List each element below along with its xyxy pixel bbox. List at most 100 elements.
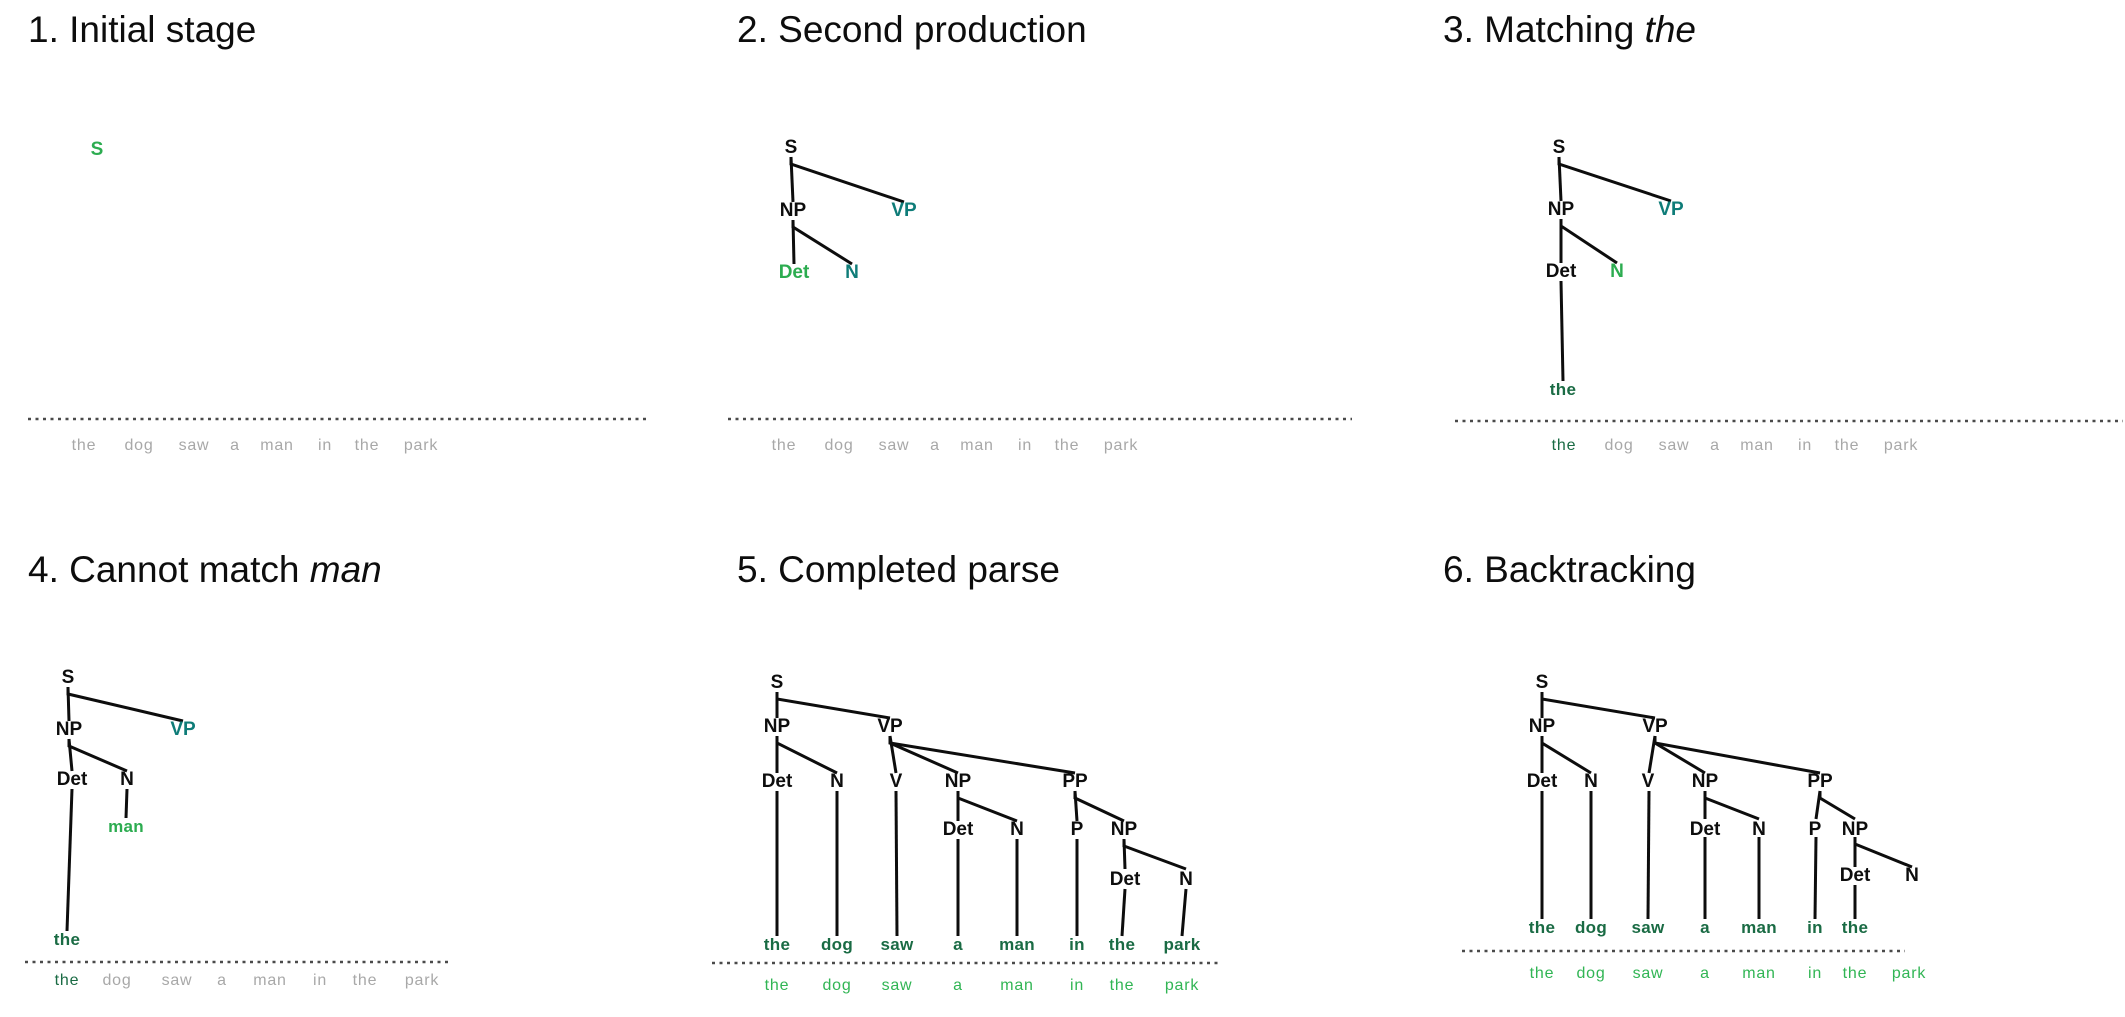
tree-edges xyxy=(1557,156,1672,382)
tree-edge xyxy=(1559,280,1565,382)
tree-node-s: S xyxy=(91,139,104,160)
sentence-row: the dog saw a man in the park xyxy=(772,437,1139,454)
tree-edges xyxy=(789,156,905,266)
tree-node-vp: VP xyxy=(1658,199,1684,220)
tree-nodes: S NP VP Det N xyxy=(1546,137,1684,282)
tree-leaf: dog xyxy=(821,935,853,954)
tree-edge xyxy=(888,736,959,775)
tree-node-vp: VP xyxy=(891,200,917,221)
tree-edge xyxy=(1653,736,1821,775)
sentence-row: the dog saw a man in the park xyxy=(765,977,1200,994)
sentence-word: saw xyxy=(162,972,193,989)
tree-node-det3: Det xyxy=(1840,865,1871,886)
tree-edge xyxy=(888,736,1076,775)
sentence-word: a xyxy=(230,437,240,454)
tree-leaf: the xyxy=(1109,935,1135,954)
sentence-word: saw xyxy=(879,437,910,454)
sentence-word: the xyxy=(72,437,97,454)
tree-edge xyxy=(1120,888,1127,937)
panel-title: 5. Completed parse xyxy=(737,549,1060,590)
panel-title: 2. Second production xyxy=(737,9,1087,50)
sentence-word: a xyxy=(217,972,227,989)
tree-leaf: man xyxy=(999,935,1035,954)
sentence-word: dog xyxy=(124,437,153,454)
tree-node-n1: N xyxy=(830,771,844,792)
tree-leaf: in xyxy=(1069,935,1085,954)
panel-matching-the: 3. Matching the S NP VP Det N the the xyxy=(1400,0,2125,500)
panel-2-figure: 2. Second production S NP VP Det N the d… xyxy=(728,9,1352,454)
tree-edge xyxy=(894,790,899,937)
sentence-word: in xyxy=(313,972,327,989)
tree-edge xyxy=(1853,837,1913,869)
sentence-word: man xyxy=(253,972,287,989)
tree-node-np: NP xyxy=(56,719,83,740)
tree-nodes: S NP VP Det N xyxy=(56,667,196,790)
tree-edge xyxy=(775,692,891,720)
sentence-word: the xyxy=(55,972,80,989)
tree-edge xyxy=(1818,791,1856,821)
panel-3-figure: 3. Matching the S NP VP Det N the the xyxy=(1443,9,2123,454)
tree-edge xyxy=(789,157,905,204)
sentence-word: the xyxy=(1835,437,1860,454)
tree-edge xyxy=(1540,736,1592,775)
tree-edge xyxy=(775,736,838,775)
tree-node-np: NP xyxy=(780,200,807,221)
tree-leaf: the xyxy=(1842,918,1868,937)
tree-edge xyxy=(1646,790,1651,920)
tree-node-det: Det xyxy=(57,769,88,790)
tree-edge xyxy=(791,220,853,266)
tree-edge xyxy=(66,687,184,723)
tree-leaf: a xyxy=(953,935,963,954)
tree-node-n1: N xyxy=(1584,771,1598,792)
sentence-word: dog xyxy=(102,972,131,989)
tree-node-p: P xyxy=(1071,819,1084,840)
tree-leaf: dog xyxy=(1575,918,1607,937)
tree-node-s: S xyxy=(1536,672,1549,693)
sentence-word: saw xyxy=(882,977,913,994)
tree-leaf: the xyxy=(1529,918,1555,937)
sentence-word: park xyxy=(1104,437,1139,454)
sentence-row: the dog saw a man in the park xyxy=(1552,437,1918,454)
sentence-word: saw xyxy=(1659,437,1690,454)
tree-node-pp: PP xyxy=(1062,771,1088,792)
sentence-word: park xyxy=(1165,977,1200,994)
panel-1-figure: 1. Initial stage S the dog saw a man in … xyxy=(28,9,648,454)
sentence-word: the xyxy=(1843,965,1868,982)
tree-node-vp: VP xyxy=(1642,716,1668,737)
tree-node-n: N xyxy=(845,262,859,283)
sentence-word: man xyxy=(960,437,994,454)
sentence-word: saw xyxy=(179,437,210,454)
sentence-word: a xyxy=(953,977,963,994)
tree-node-det: Det xyxy=(779,262,810,283)
tree-edge xyxy=(67,739,128,773)
tree-node-v: V xyxy=(1642,771,1655,792)
sentence-word: man xyxy=(1000,977,1034,994)
tree-edge xyxy=(1653,736,1706,775)
tree-node-det1: Det xyxy=(762,771,793,792)
tree-node-np3: NP xyxy=(1111,819,1138,840)
sentence-word: park xyxy=(404,437,439,454)
sentence-word: man xyxy=(1740,437,1774,454)
sentence-word: in xyxy=(1808,965,1822,982)
sentence-row: the dog saw a man in the park xyxy=(1530,965,1926,982)
sentence-word: in xyxy=(1070,977,1084,994)
tree-node-n2: N xyxy=(1752,819,1766,840)
tree-leaf: man xyxy=(108,817,144,836)
sentence-word: in xyxy=(1018,437,1032,454)
tree-nodes: S NP VP Det N xyxy=(779,137,917,283)
tree-node-np: NP xyxy=(1529,716,1556,737)
sentence-word: the xyxy=(1055,437,1080,454)
sentence-row: the dog saw a man in the park xyxy=(55,972,439,989)
sentence-word: the xyxy=(355,437,380,454)
tree-leaf: a xyxy=(1700,918,1710,937)
tree-edge xyxy=(1540,692,1656,720)
tree-edge xyxy=(1559,219,1618,265)
tree-edge xyxy=(956,791,1018,823)
tree-node-det: Det xyxy=(1546,261,1577,282)
tree-node-v: V xyxy=(890,771,903,792)
tree-node-s: S xyxy=(1553,137,1566,158)
sentence-word: dog xyxy=(822,977,851,994)
panel-second-production: 2. Second production S NP VP Det N the d… xyxy=(700,0,1408,500)
sentence-word: a xyxy=(1710,437,1720,454)
tree-leaves: the xyxy=(1550,380,1576,399)
